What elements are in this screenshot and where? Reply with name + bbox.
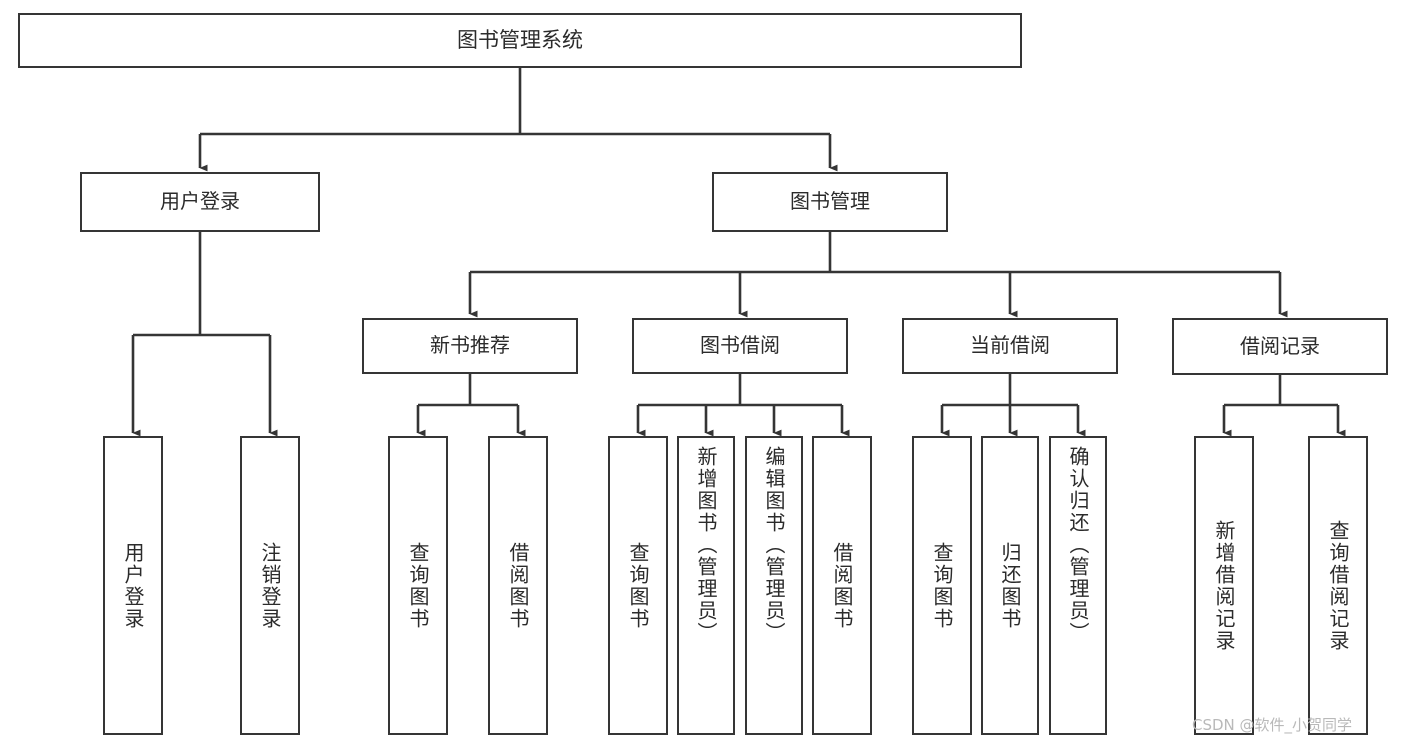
node-leaf-confirm-return-label: 确认归还（管理员） xyxy=(1066,446,1090,644)
node-leaf-query-book-1-label: 查询图书 xyxy=(406,541,430,630)
node-leaf-user-login[interactable]: 用户登录 xyxy=(103,436,163,735)
node-borrow-record[interactable]: 借阅记录 xyxy=(1172,318,1388,375)
node-book-borrow-label: 图书借阅 xyxy=(700,333,780,358)
csdn-watermark: CSDN @软件_小贺同学 xyxy=(1192,716,1353,734)
node-leaf-borrow-book-2[interactable]: 借阅图书 xyxy=(812,436,872,735)
node-leaf-add-record[interactable]: 新增借阅记录 xyxy=(1194,436,1254,735)
node-leaf-borrow-book-1-label: 借阅图书 xyxy=(506,541,530,630)
node-current-borrow[interactable]: 当前借阅 xyxy=(902,318,1118,374)
node-current-borrow-label: 当前借阅 xyxy=(970,333,1050,358)
node-book-management[interactable]: 图书管理 xyxy=(712,172,948,232)
node-leaf-query-book-3[interactable]: 查询图书 xyxy=(912,436,972,735)
node-leaf-query-book-3-label: 查询图书 xyxy=(930,541,954,630)
node-user-login-label: 用户登录 xyxy=(160,189,240,214)
node-leaf-return-book[interactable]: 归还图书 xyxy=(981,436,1039,735)
node-leaf-logout-login-label: 注销登录 xyxy=(258,541,282,630)
node-leaf-query-book-2[interactable]: 查询图书 xyxy=(608,436,668,735)
node-leaf-logout-login[interactable]: 注销登录 xyxy=(240,436,300,735)
node-leaf-edit-book[interactable]: 编辑图书（管理员） xyxy=(745,436,803,735)
node-leaf-add-book-label: 新增图书（管理员） xyxy=(694,446,718,644)
node-leaf-borrow-book-1[interactable]: 借阅图书 xyxy=(488,436,548,735)
node-leaf-add-record-label: 新增借阅记录 xyxy=(1212,519,1236,652)
node-book-management-label: 图书管理 xyxy=(790,189,870,214)
node-leaf-confirm-return[interactable]: 确认归还（管理员） xyxy=(1049,436,1107,735)
node-leaf-query-record[interactable]: 查询借阅记录 xyxy=(1308,436,1368,735)
node-root-system[interactable]: 图书管理系统 xyxy=(18,13,1022,68)
node-leaf-add-book[interactable]: 新增图书（管理员） xyxy=(677,436,735,735)
node-borrow-record-label: 借阅记录 xyxy=(1240,333,1320,358)
node-leaf-query-record-label: 查询借阅记录 xyxy=(1326,519,1350,652)
node-leaf-query-book-2-label: 查询图书 xyxy=(626,541,650,630)
node-user-login[interactable]: 用户登录 xyxy=(80,172,320,232)
node-leaf-user-login-label: 用户登录 xyxy=(121,541,145,630)
node-leaf-borrow-book-2-label: 借阅图书 xyxy=(830,541,854,630)
node-new-book-recommend[interactable]: 新书推荐 xyxy=(362,318,578,374)
node-leaf-query-book-1[interactable]: 查询图书 xyxy=(388,436,448,735)
node-root-system-label: 图书管理系统 xyxy=(457,28,583,53)
node-new-book-recommend-label: 新书推荐 xyxy=(430,333,510,358)
node-leaf-return-book-label: 归还图书 xyxy=(998,541,1022,630)
node-leaf-edit-book-label: 编辑图书（管理员） xyxy=(762,446,786,644)
node-book-borrow[interactable]: 图书借阅 xyxy=(632,318,848,374)
